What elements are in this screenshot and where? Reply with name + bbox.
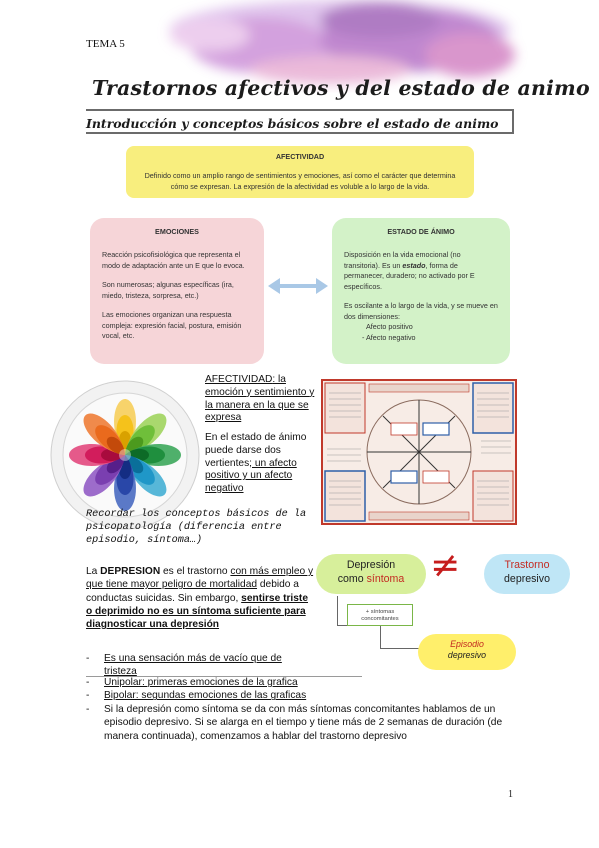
episodio-depresivo-bubble: Episodio depresivo <box>418 634 516 670</box>
depresion-list: Es una sensación más de vacío que de tri… <box>86 652 316 679</box>
divider <box>86 132 514 134</box>
estado-animo-text: Disposición en la vida emocional (no tra… <box>344 250 475 291</box>
page-number: 1 <box>508 789 513 800</box>
emociones-text: Reacción psicofisiológica que representa… <box>102 250 245 270</box>
afectividad-note: AFECTIVIDAD: la emoción y sentimiento y … <box>205 374 315 424</box>
wheel-petal <box>125 455 144 474</box>
afecto-positivo: Afecto positivo <box>366 322 413 332</box>
connector-line <box>380 648 420 649</box>
section-subtitle: Introducción y conceptos básicos sobre e… <box>86 116 499 131</box>
afecto-negativo: - Afecto negativo <box>362 332 416 342</box>
depresion-list: Unipolar: primeras emociones de la grafi… <box>86 676 516 743</box>
list-item: Es una sensación más de vacío que de tri… <box>86 652 316 679</box>
emociones-box: EMOCIONES Reacción psicofisiológica que … <box>90 218 264 364</box>
wheel-petal <box>106 436 125 455</box>
sintomas-concomitantes-box: + síntomas concomitantes <box>347 604 413 626</box>
emociones-text: Las emociones organizan una respuesta co… <box>102 310 242 341</box>
depresion-paragraph: La DEPRESION es el trastorno con más emp… <box>86 566 314 630</box>
estado-animo-text: Es oscilante a lo largo de la vida, y se… <box>344 301 498 321</box>
list-item: Unipolar: primeras emociones de la grafi… <box>86 676 516 690</box>
emociones-text: Son numerosas; algunas específicas (ira,… <box>102 280 234 300</box>
circumplex-model-image <box>321 379 517 525</box>
list-item: Si la depresión como síntoma se da con m… <box>86 703 516 743</box>
connector-line <box>380 626 381 648</box>
not-equal-icon: ≠ <box>430 545 461 586</box>
divider <box>512 109 514 133</box>
page-title: Trastornos afectivos y del estado de ani… <box>92 76 590 100</box>
emotion-wheel-image <box>50 380 200 530</box>
estado-animo-title: ESTADO DE ÁNIMO <box>387 227 455 236</box>
reminder-note: Recordar los conceptos básicos de la psi… <box>86 509 307 546</box>
topic-label: TEMA 5 <box>86 38 125 50</box>
watercolor-header-decoration <box>170 0 515 84</box>
afectividad-title: AFECTIVIDAD <box>275 152 325 161</box>
emociones-title: EMOCIONES <box>155 227 199 236</box>
wheel-petal <box>106 455 125 474</box>
depresion-sintoma-bubble: Depresión como síntoma <box>316 554 426 594</box>
divider <box>86 109 514 111</box>
connector-line <box>337 596 338 626</box>
double-arrow-icon <box>268 278 328 294</box>
estado-animo-box: ESTADO DE ÁNIMO Disposición en la vida e… <box>332 218 510 364</box>
afectividad-box: AFECTIVIDAD Definido como un amplio rang… <box>126 146 474 198</box>
estado-animo-note: En el estado de ánimo puede darse dos ve… <box>205 432 307 494</box>
wheel-petal <box>125 436 144 455</box>
trastorno-depresivo-bubble: Trastorno depresivo <box>484 554 570 594</box>
list-item: Bipolar: segundas emociones de las grafi… <box>86 689 516 703</box>
connector-line <box>337 625 347 626</box>
afectividad-description: Definido como un amplio rango de sentimi… <box>144 171 456 191</box>
